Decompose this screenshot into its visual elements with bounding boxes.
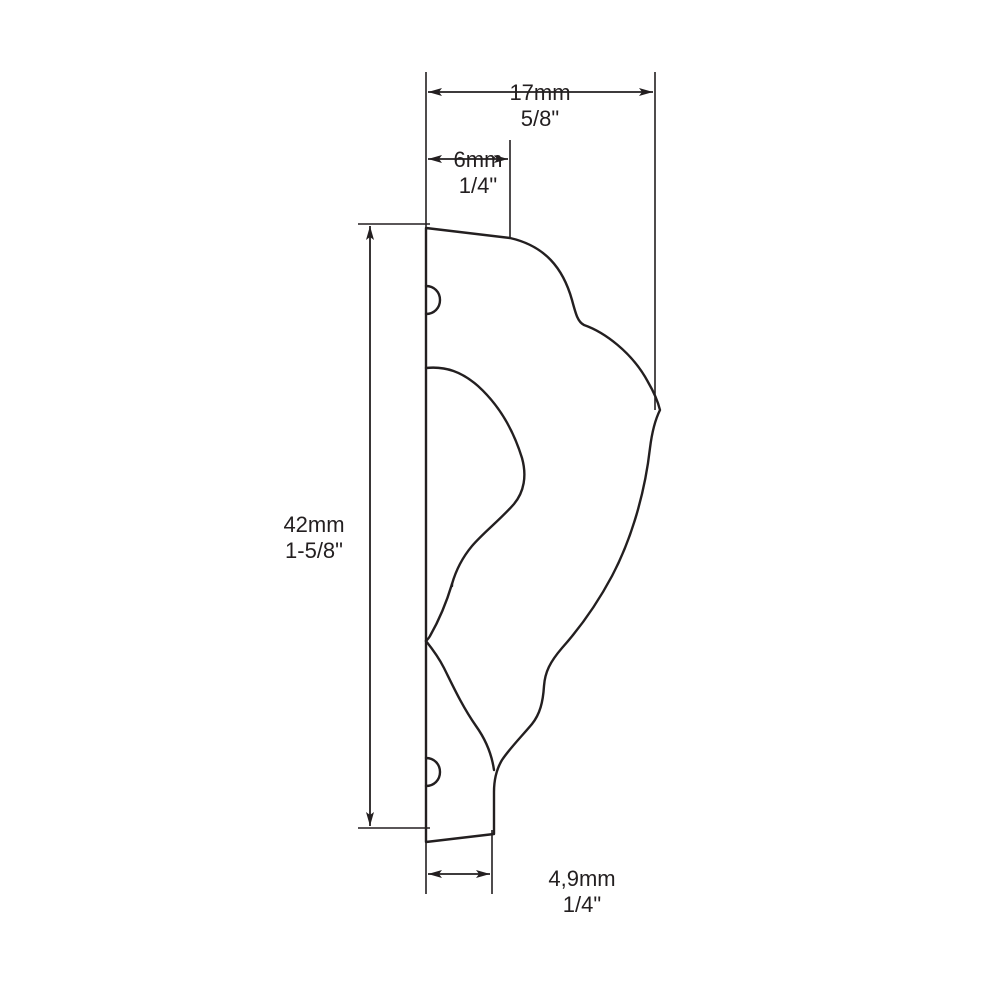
bottom-width-imperial: 1/4" xyxy=(562,892,602,917)
top-flat-width-imperial: 1/4" xyxy=(458,173,498,198)
overall-height-metric: 42mm xyxy=(283,512,345,537)
overall-width-label: 17mm 5/8" xyxy=(460,80,620,132)
bottom-width-label: 4,9mm 1/4" xyxy=(502,866,662,918)
overall-height-label: 42mm 1-5/8" xyxy=(254,512,374,564)
dimension-lines xyxy=(366,88,653,878)
overall-width-imperial: 5/8" xyxy=(520,106,560,131)
top-flat-width-label: 6mm 1/4" xyxy=(388,147,568,199)
bottom-width-metric: 4,9mm xyxy=(548,866,616,891)
moulding-profile-outline xyxy=(424,226,662,844)
extension-lines xyxy=(358,72,656,894)
overall-width-metric: 17mm xyxy=(509,80,571,105)
overall-height-imperial: 1-5/8" xyxy=(285,538,343,563)
top-flat-width-metric: 6mm xyxy=(453,147,503,172)
